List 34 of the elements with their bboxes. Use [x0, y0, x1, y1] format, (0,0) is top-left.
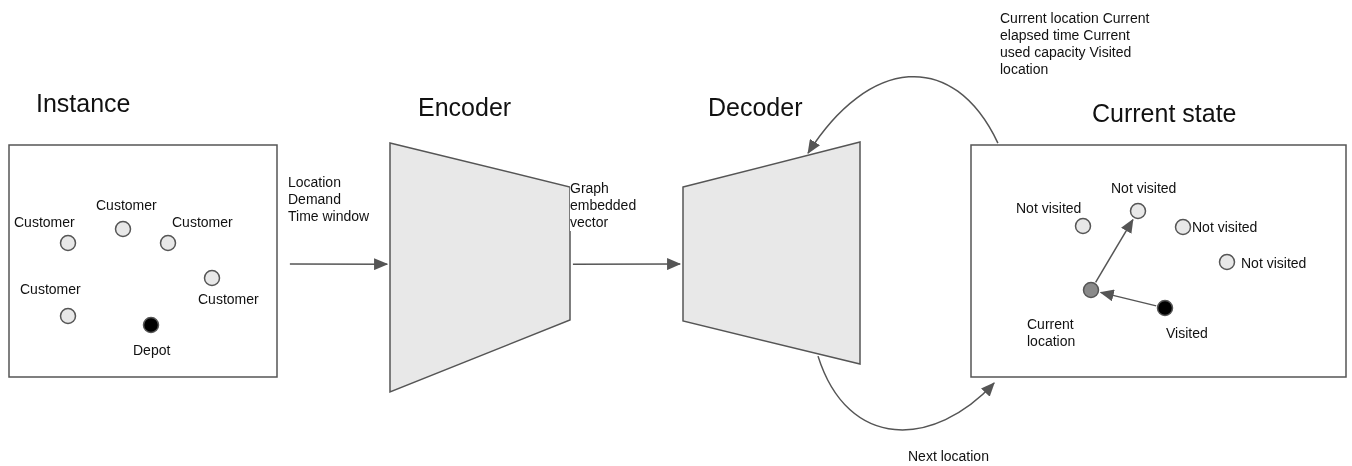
node-caption: Customer	[198, 291, 259, 308]
arrow	[1099, 289, 1157, 307]
node-caption: Not visited	[1192, 219, 1258, 236]
node-caption: Customer	[172, 214, 233, 231]
panel-title: Current state	[1092, 98, 1237, 128]
node-caption: Current location	[1027, 316, 1077, 350]
node-caption: Not visited	[1111, 180, 1177, 197]
panel-title: Instance	[36, 88, 131, 118]
node-caption: Visited	[1166, 325, 1208, 342]
arrow	[572, 258, 682, 271]
node-caption: Depot	[133, 342, 171, 359]
arrow	[289, 258, 389, 271]
location-marker	[1074, 217, 1092, 235]
location-marker	[59, 234, 77, 252]
arrow	[817, 355, 995, 431]
arrow	[807, 76, 999, 154]
location-marker	[1129, 202, 1147, 220]
location-marker	[1218, 253, 1236, 271]
node-caption: Not visited	[1241, 255, 1307, 272]
location-marker	[1082, 281, 1100, 299]
node-caption: Customer	[96, 197, 157, 214]
location-marker	[114, 220, 132, 238]
node-caption: Not visited	[1016, 200, 1082, 217]
node-caption: Customer	[20, 281, 81, 298]
depot-marker	[1156, 299, 1174, 317]
location-marker	[59, 307, 77, 325]
location-marker	[203, 269, 221, 287]
panel-title: Decoder	[708, 92, 803, 122]
panel-title: Encoder	[418, 92, 512, 122]
location-marker	[1174, 218, 1192, 236]
location-marker	[159, 234, 177, 252]
node-caption: Customer	[14, 214, 75, 231]
arrow	[1094, 218, 1134, 283]
depot-marker	[142, 316, 160, 334]
